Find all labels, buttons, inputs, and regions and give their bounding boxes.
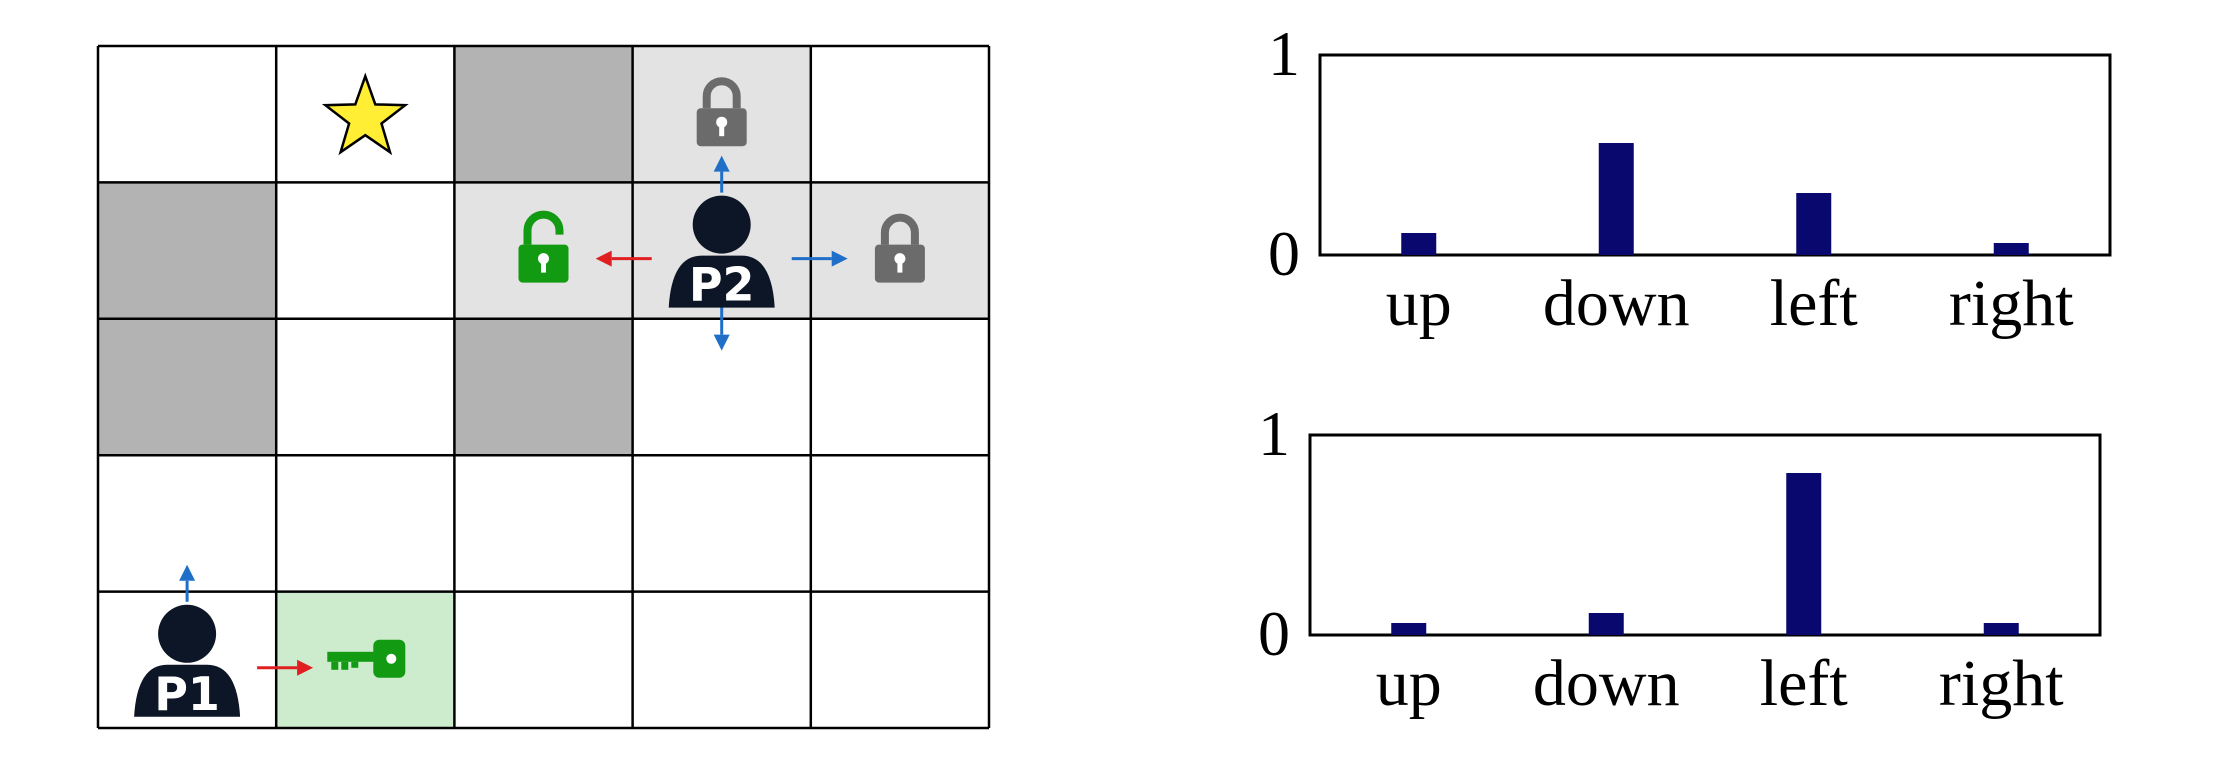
chart-frame [1308, 433, 2102, 637]
key-tooth [331, 661, 339, 670]
action-arrow [713, 304, 730, 351]
key-shaft [327, 651, 378, 662]
x-tick-label-left: left [1760, 647, 1848, 720]
bar-down [1588, 613, 1624, 635]
lock-shackle [702, 77, 741, 109]
grid-cell-wall [98, 318, 277, 456]
bar-up [1401, 233, 1437, 255]
chart-frame [1318, 53, 2112, 257]
lock-keyhole [897, 258, 903, 273]
y-tick-label: 0 [1268, 218, 1300, 289]
key-icon [327, 639, 406, 678]
arrow-head [297, 659, 314, 676]
player-body [134, 664, 241, 717]
key-tooth [341, 661, 349, 670]
action-arrow [595, 250, 652, 267]
lock-shackle [523, 210, 564, 245]
player-p2-icon: P2 [668, 195, 775, 312]
player-label: P1 [154, 667, 220, 721]
player-body [668, 255, 775, 308]
arrow-head [713, 334, 730, 351]
action-probability-chart-2: 1 0 up down left right [1258, 400, 2102, 720]
gridworld: P1 P2 [96, 44, 991, 730]
action-arrow [791, 250, 848, 267]
bar-right [1983, 623, 2019, 635]
bar-right [1993, 243, 2029, 255]
lock-keyhole [719, 122, 725, 137]
x-tick-label-right: right [1939, 647, 2064, 720]
lock-closed-icon-right [874, 213, 925, 283]
bar-down [1598, 143, 1634, 255]
x-tick-label-right: right [1949, 267, 2074, 340]
x-tick-label-down: down [1543, 267, 1690, 340]
player-label: P2 [689, 258, 755, 312]
y-tick-label: 1 [1268, 20, 1300, 89]
bar-left [1786, 473, 1822, 635]
lock-open-icon-left [518, 210, 569, 283]
grid-cell-wall [454, 46, 633, 183]
action-arrow [257, 659, 314, 676]
bar-up [1391, 623, 1427, 635]
y-tick-label: 0 [1258, 598, 1290, 669]
action-arrow [713, 155, 730, 193]
bar-left [1796, 193, 1832, 255]
key-hole [386, 653, 397, 664]
lock-shackle [880, 213, 919, 245]
arrow-head [595, 250, 612, 267]
arrow-head [831, 250, 848, 267]
x-tick-label-down: down [1533, 647, 1680, 720]
x-tick-label-left: left [1770, 267, 1858, 340]
lock-keyhole [541, 258, 546, 273]
arrow-head [713, 155, 730, 172]
y-tick-label: 1 [1258, 400, 1290, 469]
lock-closed-icon-up [696, 77, 747, 147]
player-p1-icon: P1 [134, 604, 241, 721]
key-tooth [351, 661, 359, 668]
action-probability-chart-1: 1 0 up down left right [1268, 20, 2112, 340]
player-head [692, 195, 751, 254]
arrow-head [179, 564, 196, 581]
grid-cell-wall [454, 318, 633, 456]
player-head [158, 604, 217, 663]
x-tick-label-up: up [1376, 647, 1442, 720]
grid-cell-wall [98, 182, 277, 319]
x-tick-label-up: up [1386, 267, 1452, 340]
action-arrow [179, 564, 196, 602]
goal-star-icon [321, 72, 409, 156]
